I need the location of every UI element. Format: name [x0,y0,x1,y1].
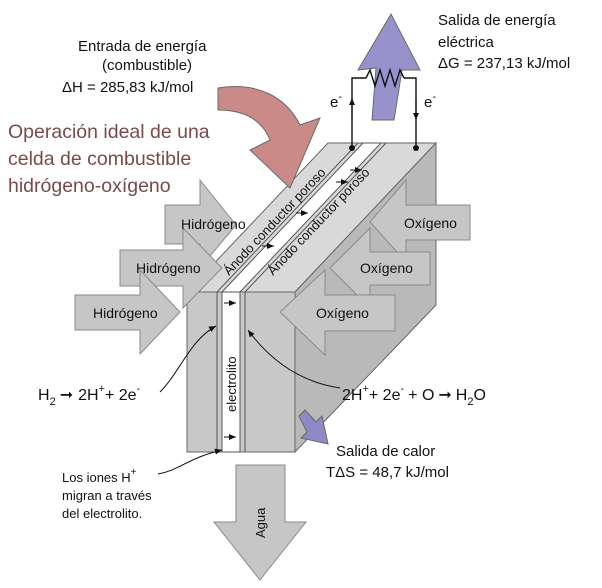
oxygen-label-middle: Oxígeno [360,260,413,276]
energy-in-label-line1: Entrada de energía [78,38,207,55]
cell-front-face [186,291,296,453]
ions-note-line2: migran a través [62,488,152,503]
heat-out-arrow [298,409,329,445]
ions-note-line1: Los iones H+ [62,467,137,485]
ion-arrows [224,167,362,440]
diagram-title-line3: hidrógeno-oxígeno [8,175,171,197]
oxygen-label-front: Oxígeno [316,305,369,321]
heat-out-label-line2: TΔS = 48,7 kJ/mol [326,464,449,481]
hydrogen-label-back: Hidrógeno [181,216,246,232]
diagram-title-line1: Operación ideal de una [8,121,210,143]
water-label: Agua [253,507,268,538]
heat-out-label-line1: Salida de calor [336,443,435,460]
oxygen-label-top: Oxígeno [404,215,457,231]
energy-out-arrow [357,12,421,121]
oxygen-arrow-front [279,268,396,357]
diagram-title-line2: celda de combustible [8,148,191,170]
external-circuit [351,67,417,146]
water-arrow [212,464,308,581]
anode-reaction: H2➞2H++ 2e- [38,383,141,408]
energy-in-arrow [217,86,321,189]
electron-label-right: e- [424,91,436,111]
oxygen-arrow-top [369,178,471,264]
hydrogen-arrow-back [164,178,237,270]
cathode-terminal [413,145,419,151]
energy-out-label-line1: Salida de energía [438,12,556,29]
ions-note-line3: del electrolito. [62,506,142,521]
oxygen-arrow-middle [329,226,431,310]
hydrogen-arrow-front [74,268,181,356]
pointer-lines [157,325,341,475]
hydrogen-arrow-middle [119,226,223,310]
cathode-reaction: 2H++ 2e-+ O➞H2O [342,383,486,408]
energy-in-label-line2: (combustible) [102,57,192,74]
hydrogen-label-front: Hidrógeno [93,305,158,321]
electrolyte-label: electrolito [224,356,239,412]
hydrogen-label-middle: Hidrógeno [136,260,201,276]
energy-in-label-line3: ΔH = 285,83 kJ/mol [62,79,193,96]
electron-label-left: e- [330,91,342,111]
energy-out-label-line2: eléctrica [438,34,495,51]
anode-terminal [349,145,355,151]
energy-out-label-line3: ΔG = 237,13 kJ/mol [438,55,570,72]
